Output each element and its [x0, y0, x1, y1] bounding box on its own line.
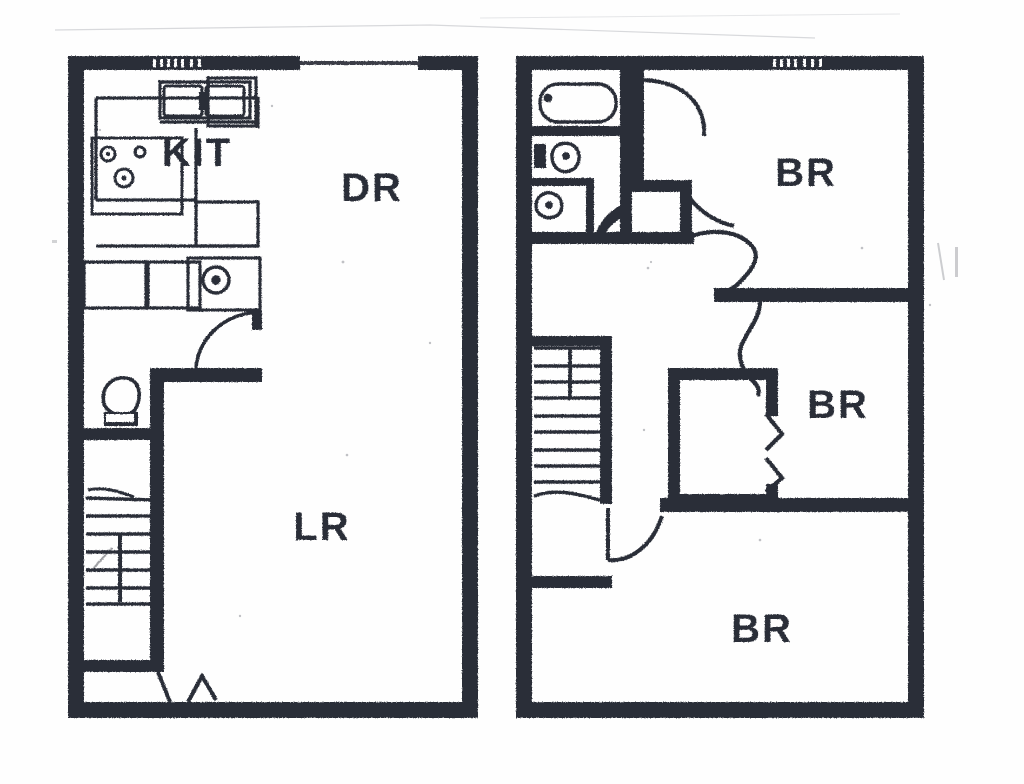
left-unit: KIT DR LR [68, 56, 478, 718]
scan-artifacts [52, 13, 958, 618]
hall-door-swing-lower [737, 301, 763, 397]
window-mark-right-unit [773, 59, 822, 67]
bathroom-toilet-icon [534, 141, 581, 174]
stair-hall-door-swing [606, 508, 664, 563]
left-unit-exterior-walls [68, 56, 478, 718]
kitchen-lower-counter [96, 200, 260, 248]
room-label-lr: LR [293, 505, 350, 549]
hall-closet-bifold-doors [764, 412, 785, 494]
kitchen-sink-icon [162, 84, 246, 118]
left-unit-stairs [85, 487, 155, 606]
room-label-br-1: BR [775, 151, 837, 195]
bedroom1-closet-door-swing [688, 196, 735, 228]
room-label-kit: KIT [162, 131, 232, 175]
kitchen-partition-wall [150, 310, 262, 428]
room-label-br-3: BR [731, 607, 793, 651]
sliding-door-dining [292, 57, 420, 69]
bedroom1-bedroom2-divider [714, 288, 912, 302]
bathroom-walls [532, 56, 634, 244]
kitchen-counters [94, 76, 260, 202]
window-mark-left-unit [153, 59, 201, 67]
entry-door-left-unit [156, 671, 218, 703]
bathtub-icon [538, 82, 618, 124]
right-unit: BR BR BR [516, 56, 924, 718]
bedroom2-bedroom3-divider [660, 498, 912, 512]
bathroom-door-swing [596, 202, 632, 236]
room-label-br-2: BR [807, 383, 869, 427]
kitchen-door-swing [194, 310, 259, 369]
range-burners-icon [90, 136, 184, 216]
hall-door-swing-upper [691, 229, 758, 293]
kitchen-base-cabinets [82, 256, 262, 312]
bedroom1-closet-walls [632, 70, 694, 244]
bedroom1-door-swing [643, 78, 707, 137]
room-label-dr: DR [341, 166, 403, 210]
left-unit-closet [84, 440, 164, 672]
kitchen-stovetop-burner-icon [201, 265, 231, 295]
powder-room-walls [84, 428, 164, 440]
right-unit-stairs [533, 346, 602, 502]
bathroom-sink-icon [534, 191, 564, 220]
right-unit-stairwell-walls [532, 336, 612, 588]
powder-room-toilet-icon [101, 376, 141, 426]
